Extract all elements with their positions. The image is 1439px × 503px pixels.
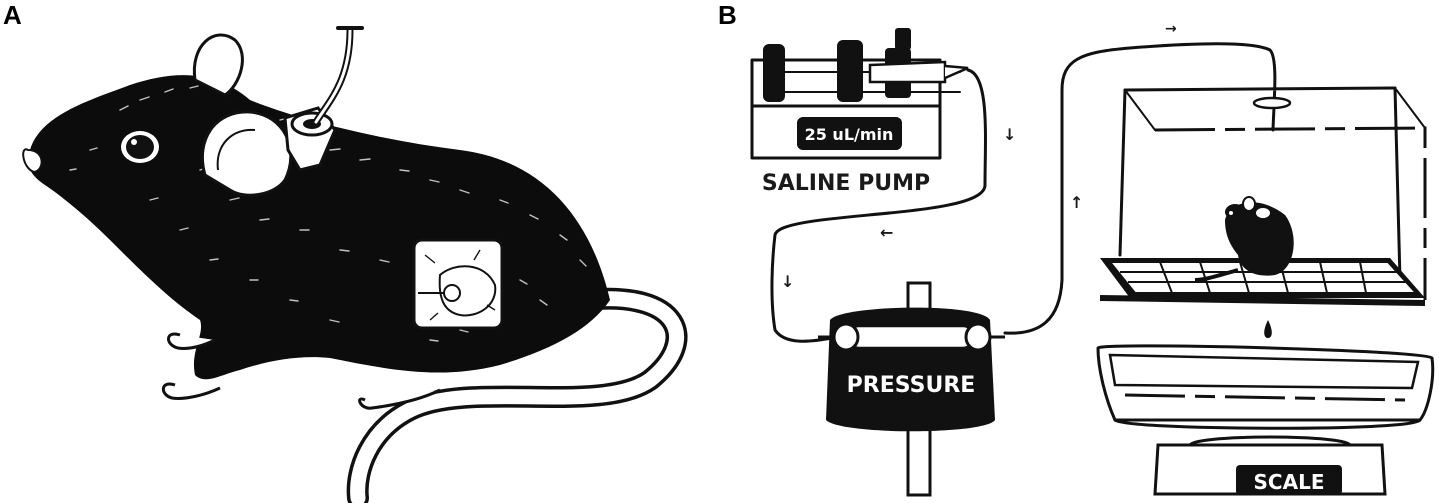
pump-rate-label: 25 uL/min	[805, 125, 894, 144]
svg-text:↑: ↑	[1070, 193, 1083, 212]
pump-clamp-1	[763, 44, 785, 102]
pressure-label: PRESSURE	[847, 373, 976, 398]
scale: SCALE	[1153, 435, 1387, 496]
mouse-illustration	[22, 26, 688, 503]
pump-clamp-2	[837, 40, 863, 102]
saline-pump: 25 uL/min	[750, 28, 969, 160]
svg-text:←: ←	[880, 223, 893, 242]
metabolic-cage	[1099, 86, 1427, 306]
panel-b-letter: B	[718, 0, 737, 30]
bladder-window	[412, 238, 504, 330]
syringe	[868, 60, 947, 84]
panel-a-letter: A	[3, 0, 22, 30]
mouse-ear-front	[200, 110, 293, 197]
svg-text:↓: ↓	[781, 272, 794, 291]
bladder	[438, 265, 497, 317]
front-paw-left	[167, 332, 216, 350]
tubing-pump-to-pressure	[770, 68, 987, 343]
pressure-transducer: PRESSURE	[818, 281, 1005, 497]
svg-text:→: →	[1165, 21, 1177, 37]
urine-drop	[1264, 320, 1272, 338]
hind-paw	[358, 388, 441, 410]
tubing-pressure-to-cage	[1003, 42, 1277, 335]
svg-text:↓: ↓	[1003, 125, 1016, 144]
cage-mouse	[1225, 202, 1294, 276]
mouse-ear-back	[192, 33, 244, 97]
catheter-tube	[312, 26, 354, 126]
front-paw-right	[161, 382, 221, 400]
saline-pump-label: SALINE PUMP	[762, 171, 930, 196]
collection-tray	[1096, 344, 1435, 430]
pump-rate-display	[797, 117, 902, 150]
scale-label: SCALE	[1254, 470, 1325, 494]
pressure-gauge-tube	[846, 324, 976, 350]
